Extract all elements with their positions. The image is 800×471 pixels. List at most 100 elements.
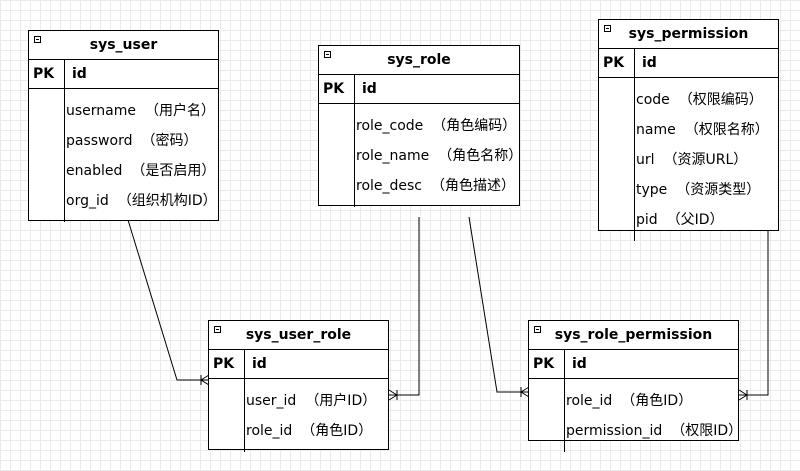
link-role-to-user-role (389, 217, 420, 396)
entity-title: sys_permission (628, 26, 749, 42)
collapse-icon[interactable] (324, 51, 331, 58)
field-row[interactable]: role_id （角色ID） (246, 416, 388, 446)
field-name: role_name (356, 148, 430, 164)
field-comment: （权限编码） (678, 92, 763, 108)
field-list: role_id （角色ID） permission_id （权限ID） (529, 379, 742, 452)
field-name: enabled (66, 163, 123, 179)
field-row[interactable]: code （权限编码） (636, 85, 778, 115)
field-name: type (636, 182, 668, 198)
field-row[interactable]: role_code （角色编码） (356, 111, 519, 141)
entity-title: sys_user (89, 37, 158, 53)
field-comment: （权限ID） (671, 423, 743, 439)
field-name: url (636, 152, 655, 168)
pk-label: PK (319, 75, 355, 103)
field-comment: （角色ID） (621, 393, 693, 409)
entity-title: sys_role (387, 52, 451, 68)
entity-title: sys_user_role (245, 327, 352, 343)
field-row[interactable]: role_name （角色名称） (356, 141, 523, 171)
field-row[interactable]: pid （父ID） (636, 205, 778, 235)
field-comment: （角色名称） (438, 148, 523, 164)
field-comment: （用户名） (145, 103, 215, 119)
field-list: user_id （用户ID） role_id （角色ID） (209, 379, 388, 452)
field-name: permission_id (566, 423, 663, 439)
entity-header[interactable]: sys_role (319, 46, 519, 75)
field-list: username （用户名） password （密码） enabled （是否启用） or… (29, 89, 218, 222)
field-row[interactable]: role_id （角色ID） (566, 386, 738, 416)
crowfoot-user-role-b (200, 379, 210, 386)
field-comment: （密码） (141, 133, 198, 149)
crowfoot-role-user-a (388, 389, 398, 396)
pk-field-name: id (642, 55, 657, 71)
crowfoot-role-perm-a (520, 386, 530, 393)
field-name: name (636, 122, 676, 138)
entity-header[interactable]: sys_user_role (209, 321, 388, 350)
primary-key-row: PK id (529, 350, 738, 379)
field-name: role_code (356, 118, 424, 134)
field-name: code (636, 92, 670, 108)
link-user-to-user-role (127, 219, 209, 381)
field-row[interactable]: role_desc（角色描述） (356, 171, 519, 201)
field-name: role_id (246, 423, 293, 439)
pk-label: PK (29, 60, 65, 88)
pk-label: PK (209, 350, 245, 378)
pk-label: PK (529, 350, 565, 378)
field-comment: （用户ID） (305, 393, 377, 409)
field-row[interactable]: user_id （用户ID） (246, 386, 388, 416)
crowfoot-role-user-b (388, 394, 398, 401)
crowfoot-role-perm-b (520, 391, 530, 398)
field-row[interactable]: username （用户名） (66, 96, 218, 126)
pk-field-name: id (362, 81, 377, 97)
entity-title: sys_role_permission (554, 327, 713, 343)
field-comment: （资源URL） (663, 152, 748, 168)
collapse-icon[interactable] (34, 36, 41, 43)
field-name: org_id (66, 193, 109, 209)
crowfoot-perm-rp-b (738, 394, 748, 401)
field-name: user_id (246, 393, 297, 409)
field-comment: （权限名称） (684, 122, 769, 138)
field-comment: （角色描述） (431, 178, 516, 194)
field-name: role_id (566, 393, 613, 409)
field-comment: （角色ID） (301, 423, 373, 439)
field-comment: （资源类型） (676, 182, 761, 198)
field-row[interactable]: permission_id （权限ID） (566, 416, 742, 446)
link-role-to-role-permission (468, 216, 529, 393)
field-row[interactable]: name （权限名称） (636, 115, 778, 145)
field-list: code （权限编码）name （权限名称） url （资源URL） type （资源类型）… (599, 78, 778, 241)
field-comment: （角色编码） (432, 118, 517, 134)
field-row[interactable]: org_id （组织机构ID） (66, 186, 218, 216)
primary-key-row: PK id (29, 60, 218, 89)
primary-key-row: PK id (209, 350, 388, 379)
pk-field-name: id (572, 356, 587, 372)
collapse-icon[interactable] (214, 326, 221, 333)
collapse-icon[interactable] (534, 326, 541, 333)
field-comment: （组织机构ID） (117, 193, 217, 209)
field-name: username (66, 103, 136, 119)
field-row[interactable]: type （资源类型） (636, 175, 778, 205)
field-comment: （是否启用） (131, 163, 216, 179)
field-name: pid (636, 212, 658, 228)
crowfoot-perm-rp-a (738, 389, 748, 396)
entity-header[interactable]: sys_permission (599, 20, 778, 49)
pk-field-name: id (252, 356, 267, 372)
field-row[interactable]: url （资源URL） (636, 145, 778, 175)
pk-label: PK (599, 49, 635, 77)
field-comment: （父ID） (666, 212, 724, 228)
field-row[interactable]: enabled （是否启用） (66, 156, 218, 186)
field-row[interactable]: password （密码） (66, 126, 218, 156)
crowfoot-user-role-a (200, 374, 210, 381)
primary-key-row: PK id (599, 49, 778, 78)
primary-key-row: PK id (319, 75, 519, 104)
field-list: role_code （角色编码）role_name （角色名称） role_desc（… (319, 104, 523, 207)
entity-header[interactable]: sys_role_permission (529, 321, 738, 350)
field-name: password (66, 133, 133, 149)
collapse-icon[interactable] (604, 25, 611, 32)
link-permission-to-role-permission (739, 230, 769, 396)
entity-header[interactable]: sys_user (29, 31, 218, 60)
pk-field-name: id (72, 66, 87, 82)
